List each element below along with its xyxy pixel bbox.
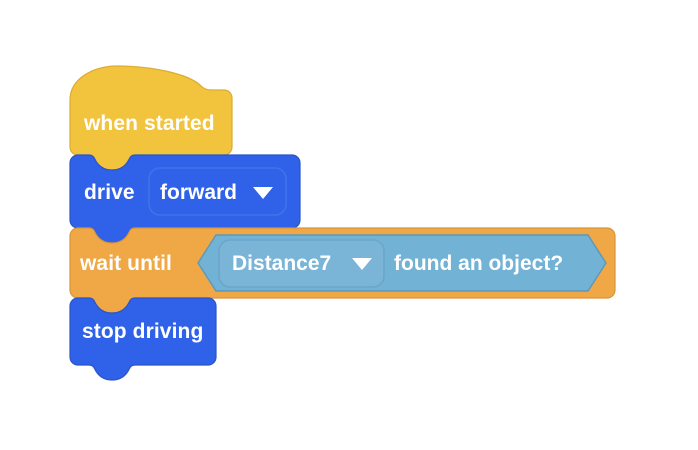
when-started-shape[interactable] [69, 65, 233, 171]
block-wait-until[interactable] [69, 227, 616, 314]
chevron-down-icon-sensor[interactable] [352, 258, 372, 270]
block-when-started[interactable] [69, 65, 233, 171]
chevron-down-icon-drive[interactable] [253, 187, 273, 199]
drive-direction-dropdown[interactable] [148, 167, 287, 216]
sensor-dropdown[interactable] [218, 239, 385, 288]
stop-driving-shape[interactable] [69, 297, 217, 381]
block-drive[interactable] [69, 154, 301, 244]
block-stop-driving[interactable] [69, 297, 217, 381]
